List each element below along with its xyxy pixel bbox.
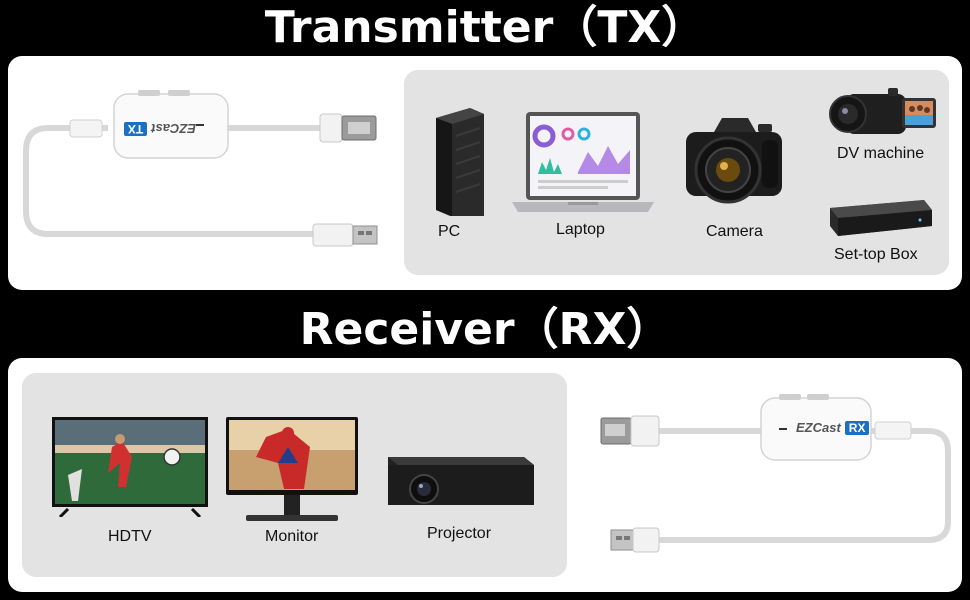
device-label-monitor: Monitor <box>265 528 319 545</box>
tx-dongle-brand: EZCast <box>151 121 196 137</box>
rx-dongle-tag: RX <box>844 420 870 435</box>
tx-dongle-branding: EZCast TX <box>123 120 196 138</box>
receiver-panel: HDTV Monitor Projector <box>8 358 962 592</box>
device-label-laptop: Laptop <box>556 221 605 238</box>
device-label-set-top-box: Set-top Box <box>834 246 918 263</box>
rx-dongle-illustration <box>600 394 951 553</box>
device-label-pc: PC <box>438 223 461 240</box>
device-label-hdtv: HDTV <box>108 528 152 545</box>
transmitter-devices-panel: PC Laptop Camera <box>404 70 949 275</box>
laptop-icon <box>512 112 654 212</box>
receiver-devices-panel: HDTV Monitor Projector <box>22 373 567 577</box>
camcorder-icon <box>829 88 936 134</box>
rx-dongle-branding: EZCast RX <box>796 420 870 435</box>
receiver-heading: Receiver（RX） <box>299 304 671 355</box>
set-top-box-icon <box>830 200 932 236</box>
transmitter-panel: EZCast TX PC <box>8 56 962 290</box>
transmitter-heading: Transmitter（TX） <box>264 2 706 53</box>
monitor-icon <box>226 417 358 521</box>
projector-icon <box>388 457 534 505</box>
tx-dongle-illustration <box>23 90 378 247</box>
pc-tower-icon <box>436 108 484 216</box>
rx-dongle-brand: EZCast <box>796 420 841 435</box>
tx-dongle-tag: TX <box>123 122 148 136</box>
device-label-dv-machine: DV machine <box>837 145 925 162</box>
device-label-camera: Camera <box>706 223 763 240</box>
device-label-projector: Projector <box>427 525 492 542</box>
hdtv-icon <box>52 417 208 517</box>
dslr-camera-icon <box>686 118 782 204</box>
